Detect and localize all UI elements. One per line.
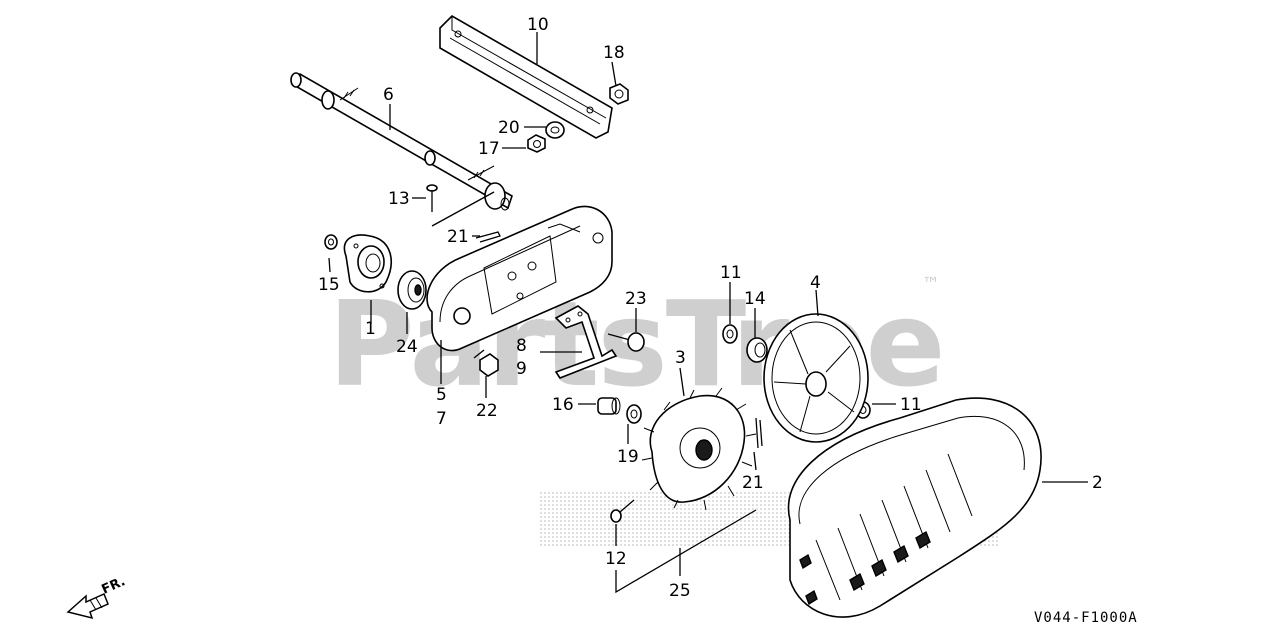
callout-3[interactable]: 3 <box>675 348 686 368</box>
part-15-washer[interactable] <box>324 234 338 250</box>
part-14-collar[interactable] <box>746 337 768 363</box>
callout-11-upper[interactable]: 11 <box>720 263 742 283</box>
callout-5[interactable]: 5 <box>436 385 447 405</box>
callout-15[interactable]: 15 <box>318 275 340 295</box>
part-21-clip-upper[interactable] <box>475 231 501 243</box>
callout-labels: 10 18 6 20 17 13 21 15 1 24 5 7 8 9 22 2… <box>318 15 1103 601</box>
part-22-bolt[interactable] <box>473 349 499 377</box>
callout-1[interactable]: 1 <box>365 319 376 339</box>
part-10-bracket[interactable] <box>439 15 613 139</box>
callout-24[interactable]: 24 <box>396 337 418 357</box>
callout-2[interactable]: 2 <box>1092 473 1103 493</box>
part-8-9-bracket[interactable] <box>554 305 618 379</box>
callout-7[interactable]: 7 <box>436 409 447 429</box>
front-arrow-icon <box>66 592 109 620</box>
callout-18[interactable]: 18 <box>603 43 625 63</box>
callout-4[interactable]: 4 <box>810 273 821 293</box>
callout-10[interactable]: 10 <box>527 15 549 35</box>
part-3-sprocket[interactable] <box>641 387 757 511</box>
diagram-code: V044-F1000A <box>1034 610 1138 626</box>
front-direction-indicator: FR. <box>66 574 128 620</box>
part-20-washer[interactable] <box>545 121 565 139</box>
front-label: FR. <box>100 574 128 597</box>
part-4-wheel[interactable] <box>763 313 869 443</box>
part-17-nut[interactable] <box>527 134 546 153</box>
part-13-pin[interactable] <box>426 184 438 212</box>
callout-16[interactable]: 16 <box>552 395 574 415</box>
leader-lines <box>328 32 1088 594</box>
callout-25[interactable]: 25 <box>669 581 691 601</box>
callout-19[interactable]: 19 <box>617 447 639 467</box>
part-12-bolt[interactable] <box>610 499 635 523</box>
callout-23[interactable]: 23 <box>625 289 647 309</box>
part-2-crawler-track[interactable] <box>787 397 1042 618</box>
watermark-trademark: ™ <box>922 274 940 295</box>
callout-17[interactable]: 17 <box>478 139 500 159</box>
callout-20[interactable]: 20 <box>498 118 520 138</box>
part-21-clip-lower[interactable] <box>755 417 763 449</box>
callout-21-lower[interactable]: 21 <box>742 473 764 493</box>
part-19-washer[interactable] <box>626 404 642 424</box>
part-5-chain-case[interactable] <box>426 205 613 352</box>
callout-22[interactable]: 22 <box>476 401 498 421</box>
callout-13[interactable]: 13 <box>388 189 410 209</box>
callout-12[interactable]: 12 <box>605 549 627 569</box>
part-16-bushing[interactable] <box>597 397 621 415</box>
part-24-bearing[interactable] <box>397 270 427 310</box>
part-6-shaft[interactable] <box>290 72 513 211</box>
callout-14[interactable]: 14 <box>744 289 766 309</box>
part-23-bolt[interactable] <box>607 332 645 352</box>
callout-21-upper[interactable]: 21 <box>447 227 469 247</box>
part-11-washer-upper[interactable] <box>722 324 738 344</box>
part-1-bearing-holder[interactable] <box>343 234 392 293</box>
callout-9[interactable]: 9 <box>516 359 527 379</box>
callout-6[interactable]: 6 <box>383 85 394 105</box>
callout-8[interactable]: 8 <box>516 336 527 356</box>
part-18-nut[interactable] <box>609 83 629 105</box>
callout-11-lower[interactable]: 11 <box>900 395 922 415</box>
